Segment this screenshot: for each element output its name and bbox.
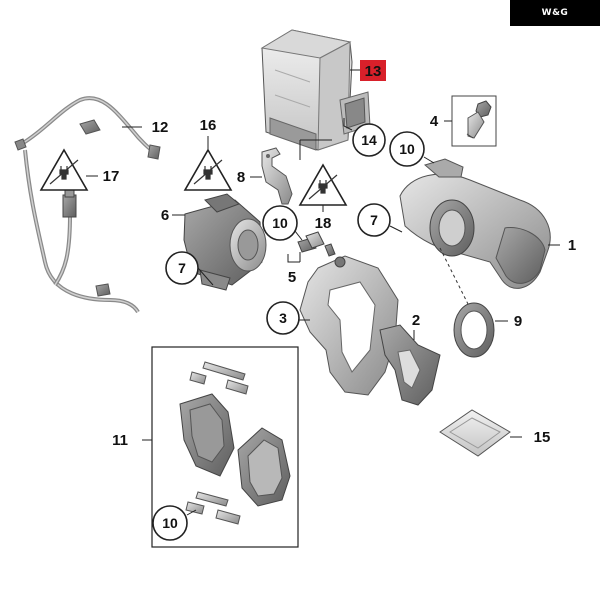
part-3-label: 3 — [279, 310, 287, 326]
part-11-label: 11 — [112, 432, 128, 449]
part-16-label: 16 — [200, 117, 217, 134]
part-2-bracket — [379, 324, 441, 406]
part-6-actuator-motor — [183, 193, 267, 291]
part-10-label-right: 10 — [399, 141, 415, 157]
part-5-guide-pins — [297, 231, 336, 257]
part-17-label: 17 — [103, 168, 120, 185]
part-3-caliper-carrier — [299, 255, 399, 396]
part-8-label: 8 — [237, 169, 245, 186]
part-16-warning-triangle — [183, 148, 233, 191]
part-11-pad-clips-top — [189, 361, 249, 395]
part-7-callout-right — [357, 203, 391, 237]
part-11-kit-frame — [151, 346, 299, 548]
part-13-control-module — [260, 29, 371, 151]
part-18-label: 18 — [315, 215, 332, 232]
part-4-label: 4 — [430, 113, 439, 130]
part-1-label: 1 — [568, 237, 576, 254]
part-10-label-middle: 10 — [272, 215, 288, 231]
part-7-callout-left — [165, 251, 199, 285]
part-17-sensor-cable — [23, 149, 140, 314]
part-11-brake-pad-right — [237, 427, 291, 507]
part-18-warning-triangle — [298, 163, 348, 206]
part-10-callout-right — [389, 131, 425, 167]
part-5-label: 5 — [288, 269, 296, 286]
part-11-brake-pad-left — [179, 393, 235, 477]
part-13-highlight — [360, 60, 386, 81]
part-11-pad-clips-bottom — [185, 491, 241, 525]
part-15-label: 15 — [534, 429, 551, 446]
part-12-label: 12 — [152, 119, 169, 136]
part-12-wear-sensor-cable — [14, 96, 161, 160]
part-2-label: 2 — [412, 312, 420, 329]
part-8-bracket — [261, 147, 293, 205]
part-7-label-right: 7 — [370, 212, 378, 228]
brand-logo-text: W&G — [541, 8, 569, 18]
part-1-caliper — [399, 158, 551, 289]
part-6-label: 6 — [161, 207, 169, 224]
part-14-label: 14 — [361, 132, 377, 148]
part-10-callout-middle — [262, 205, 298, 241]
brand-logo: W&G — [510, 0, 600, 26]
part-7-label-left: 7 — [178, 260, 186, 276]
part-10-callout-bottom — [152, 505, 188, 541]
part-15-grease-sachet — [439, 409, 511, 457]
part-17-warning-triangle — [39, 148, 89, 191]
part-9-label: 9 — [514, 313, 522, 330]
part-3-callout — [266, 301, 300, 335]
part-9-seal-ring — [453, 302, 495, 358]
part-4-bleed-screw — [451, 95, 497, 147]
part-13-label: 13 — [365, 63, 382, 80]
part-10-label-bottom: 10 — [162, 515, 178, 531]
part-14-callout — [352, 123, 386, 157]
